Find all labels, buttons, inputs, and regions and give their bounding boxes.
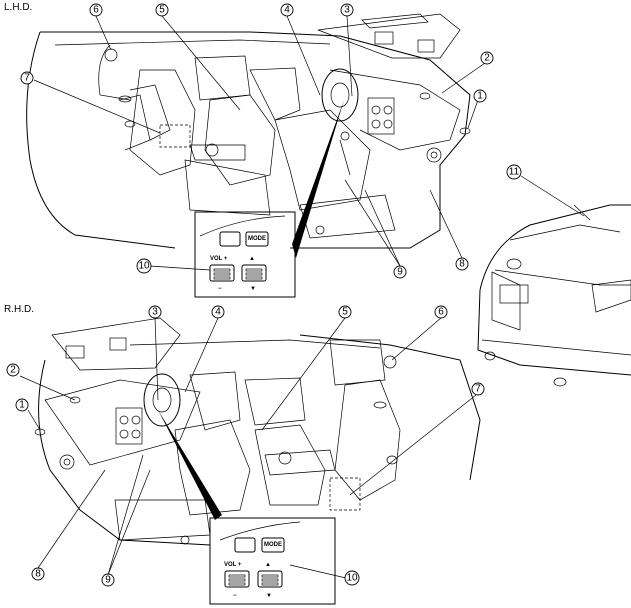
rhd-callout-9: 9 (101, 573, 115, 587)
rhd-vol-label: VOL + (224, 562, 242, 568)
rhd-callout-7: 7 (471, 382, 485, 396)
rhd-interior-illustration (34, 317, 481, 546)
rhd-audio-switch-inset: MODE VOL + ▲ − ▼ (209, 517, 336, 605)
rhd-callout-1: 1 (15, 398, 29, 412)
svg-text:10: 10 (346, 573, 358, 584)
svg-text:2: 2 (484, 53, 490, 64)
lhd-audio-switch-inset: MODE VOL + ▲ − ▼ (194, 211, 296, 298)
svg-text:1: 1 (477, 91, 483, 102)
lhd-heading: L.H.D. (4, 2, 32, 13)
lhd-callout-6: 6 (89, 3, 103, 17)
svg-text:9: 9 (105, 575, 111, 586)
lhd-callout-7: 7 (20, 71, 34, 85)
lhd-callouts: 6 5 4 3 2 1 7 9 8 10 (20, 3, 494, 279)
svg-text:5: 5 (342, 307, 348, 318)
lhd-vol-label: VOL + (210, 256, 228, 262)
rhd-callout-4: 4 (211, 305, 225, 319)
lhd-callout-8: 8 (455, 257, 469, 271)
svg-text:2: 2 (10, 365, 16, 376)
lhd-callout-1: 1 (473, 89, 487, 103)
rhd-mode-button-label: MODE (264, 542, 282, 548)
rhd-heading: R.H.D. (4, 304, 34, 315)
svg-text:7: 7 (475, 384, 481, 395)
rhd-callout-3: 3 (148, 305, 162, 319)
lhd-leader-lines (33, 15, 486, 271)
rear-vehicle-illustration (477, 175, 631, 387)
lhd-callout-3: 3 (340, 3, 354, 17)
svg-text:3: 3 (152, 307, 158, 318)
svg-text:1: 1 (19, 400, 25, 411)
svg-text:11: 11 (509, 167, 520, 178)
rhd-callout-6: 6 (434, 305, 448, 319)
rhd-callouts: 3 4 5 6 2 1 7 8 9 10 (6, 305, 485, 587)
lhd-down-label: ▼ (250, 286, 256, 292)
lhd-callout-2: 2 (480, 51, 494, 65)
lhd-minus-label: − (218, 286, 222, 292)
svg-text:8: 8 (35, 569, 41, 580)
rhd-callout-5: 5 (338, 305, 352, 319)
svg-text:3: 3 (344, 5, 350, 16)
svg-text:6: 6 (438, 307, 444, 318)
rhd-callout-8: 8 (31, 567, 45, 581)
lhd-callout-4: 4 (280, 3, 294, 17)
svg-text:8: 8 (459, 259, 465, 270)
rhd-callout-2: 2 (6, 363, 20, 377)
rhd-leader-lines (19, 317, 477, 579)
rhd-callout-10: 10 (344, 570, 360, 586)
svg-text:4: 4 (215, 307, 221, 318)
lhd-callout-9: 9 (393, 265, 407, 279)
rhd-down-label: ▼ (266, 593, 272, 599)
lhd-interior-illustration (26, 13, 471, 258)
rhd-minus-label: − (233, 593, 237, 599)
svg-text:4: 4 (284, 5, 290, 16)
lhd-up-label: ▲ (249, 256, 255, 262)
lhd-mode-button-label: MODE (248, 236, 266, 242)
rhd-up-label: ▲ (265, 562, 271, 568)
svg-text:5: 5 (159, 5, 165, 16)
svg-text:6: 6 (93, 5, 99, 16)
lhd-callout-10: 10 (136, 258, 152, 274)
svg-text:7: 7 (24, 73, 30, 84)
svg-text:9: 9 (397, 267, 403, 278)
rear-callout-11: 11 (506, 164, 522, 180)
lhd-callout-5: 5 (155, 3, 169, 17)
svg-text:10: 10 (138, 261, 150, 272)
